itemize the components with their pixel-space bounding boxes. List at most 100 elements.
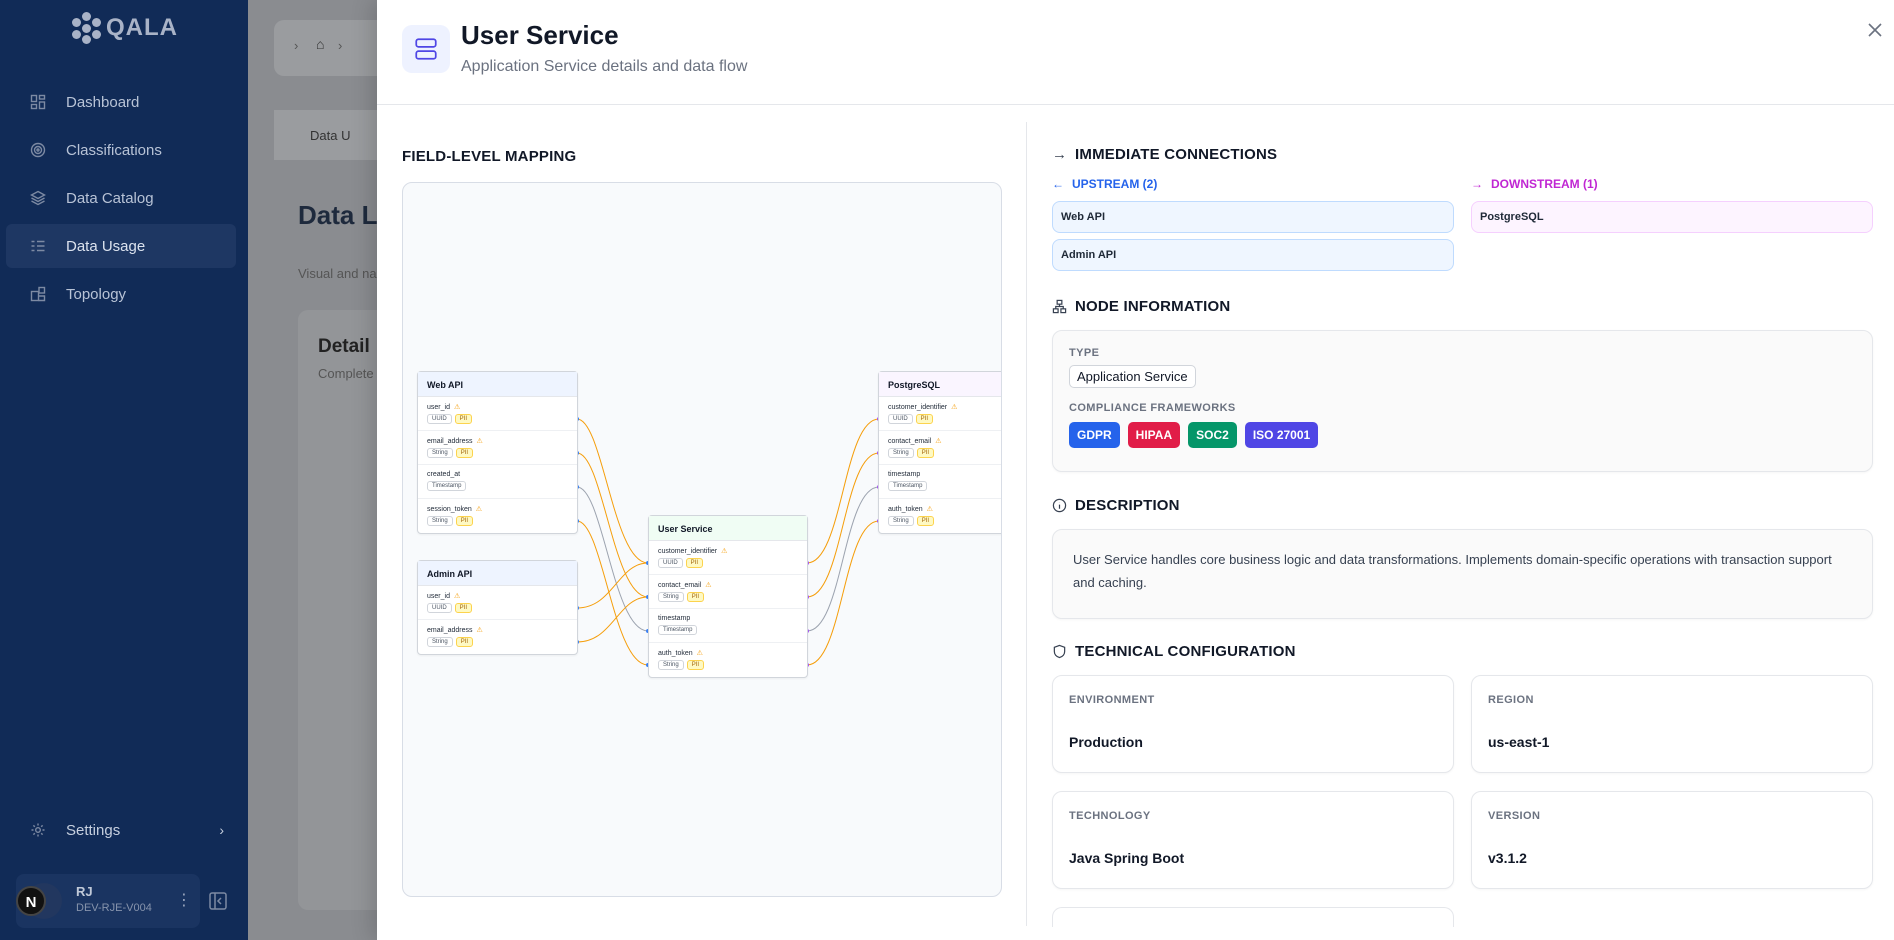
pii-tag: PII	[916, 448, 935, 458]
node-title: Web API	[418, 372, 577, 397]
hierarchy-icon	[1052, 299, 1067, 314]
type-tag: Timestamp	[427, 481, 467, 491]
sidebar-item-topology[interactable]: Topology	[6, 272, 236, 316]
warning-icon: ⚠	[951, 404, 958, 411]
sidebar-item-label: Data Catalog	[66, 189, 154, 207]
tech-config-header: TECHNICAL CONFIGURATION	[1052, 643, 1296, 660]
pii-tag: PII	[686, 592, 705, 602]
type-value: Application Service	[1069, 365, 1196, 388]
field-row: timestamp Timestamp	[649, 609, 807, 643]
sidebar-item-dashboard[interactable]: Dashboard	[6, 80, 236, 124]
section-title: DESCRIPTION	[1075, 497, 1180, 514]
sidebar-item-settings[interactable]: Settings ›	[6, 808, 236, 852]
sidebar-item-classifications[interactable]: Classifications	[6, 128, 236, 172]
warning-icon: ⚠	[476, 627, 483, 634]
pii-tag: PII	[455, 637, 474, 647]
field-name: auth_token	[658, 649, 693, 657]
dev-badge[interactable]: N	[16, 886, 46, 916]
type-tag: String	[888, 516, 914, 526]
partial-card	[1052, 907, 1454, 927]
region-label: REGION	[1488, 694, 1534, 706]
collapse-sidebar-icon[interactable]	[208, 891, 228, 911]
info-icon	[1052, 498, 1067, 513]
node-info-card: TYPE Application Service COMPLIANCE FRAM…	[1052, 330, 1873, 472]
sidebar-item-data-catalog[interactable]: Data Catalog	[6, 176, 236, 220]
framework-badge: GDPR	[1069, 422, 1120, 448]
type-tag: String	[427, 448, 453, 458]
field-name: user_id	[427, 592, 450, 600]
downstream-label: DOWNSTREAM (1)	[1491, 177, 1598, 191]
region-card: REGION us-east-1	[1471, 675, 1873, 773]
type-tag: String	[658, 592, 684, 602]
layers-icon	[30, 190, 46, 206]
kebab-menu-icon[interactable]: ⋮	[176, 892, 192, 909]
logo-mark-icon	[70, 12, 101, 44]
type-tag: String	[658, 660, 684, 670]
upstream-header: ← UPSTREAM (2)	[1052, 177, 1157, 191]
warning-icon: ⚠	[935, 438, 942, 445]
warning-icon: ⚠	[926, 506, 933, 513]
pii-tag: PII	[455, 448, 474, 458]
section-title: IMMEDIATE CONNECTIONS	[1075, 146, 1278, 163]
field-name: customer_identifier	[658, 547, 718, 555]
server-icon	[402, 25, 450, 73]
column-divider	[1026, 122, 1027, 926]
sidebar-item-label: Dashboard	[66, 93, 140, 111]
sidebar: QALA Dashboard Classifications Data Cata…	[0, 0, 248, 940]
close-icon[interactable]	[1865, 20, 1887, 42]
wire	[806, 520, 880, 666]
chevron-right-icon: ›	[294, 38, 299, 53]
technology-card: TECHNOLOGY Java Spring Boot	[1052, 791, 1454, 889]
wire	[806, 486, 880, 632]
qala-logo[interactable]: QALA	[70, 12, 178, 44]
user-initials: RJ	[76, 884, 93, 899]
field-name: session_token	[427, 505, 472, 513]
field-name: contact_email	[658, 581, 702, 589]
type-tag: UUID	[888, 414, 913, 424]
sidebar-nav: Dashboard Classifications Data Catalog D…	[6, 80, 236, 320]
technology-value: Java Spring Boot	[1069, 850, 1185, 866]
type-label: TYPE	[1069, 347, 1100, 359]
settings-label: Settings	[66, 821, 121, 839]
tab-data-usage: Data U	[310, 128, 351, 143]
sidebar-item-data-usage[interactable]: Data Usage	[6, 224, 236, 268]
warning-icon: ⚠	[453, 404, 461, 411]
topology-icon	[30, 286, 46, 302]
type-tag: String	[427, 637, 453, 647]
field-name: user_id	[427, 403, 450, 411]
wire	[576, 596, 649, 643]
arrow-right-icon: →	[1471, 177, 1483, 191]
downstream-header: → DOWNSTREAM (1)	[1471, 177, 1598, 191]
user-id: DEV-RJE-V004	[76, 902, 152, 914]
upstream-item[interactable]: Admin API	[1052, 239, 1454, 271]
type-tag: UUID	[427, 603, 452, 613]
framework-badge: SOC2	[1188, 422, 1237, 448]
framework-badge: HIPAA	[1127, 422, 1181, 448]
upstream-item[interactable]: Web API	[1052, 201, 1454, 233]
target-icon	[30, 142, 46, 158]
frameworks-label: COMPLIANCE FRAMEWORKS	[1069, 402, 1236, 414]
pii-tag: PII	[686, 660, 705, 670]
pii-tag: PII	[915, 414, 934, 424]
section-title: TECHNICAL CONFIGURATION	[1075, 643, 1296, 660]
framework-badge: ISO 27001	[1244, 422, 1319, 448]
shield-icon	[1053, 644, 1066, 659]
drawer-header: User Service Application Service details…	[377, 0, 1894, 105]
wire	[576, 562, 649, 609]
field-name: auth_token	[888, 505, 923, 513]
node-title: User Service	[649, 516, 807, 541]
warning-icon: ⚠	[696, 650, 703, 657]
downstream-item[interactable]: PostgreSQL	[1471, 201, 1873, 233]
home-icon: ⌂	[316, 36, 325, 52]
